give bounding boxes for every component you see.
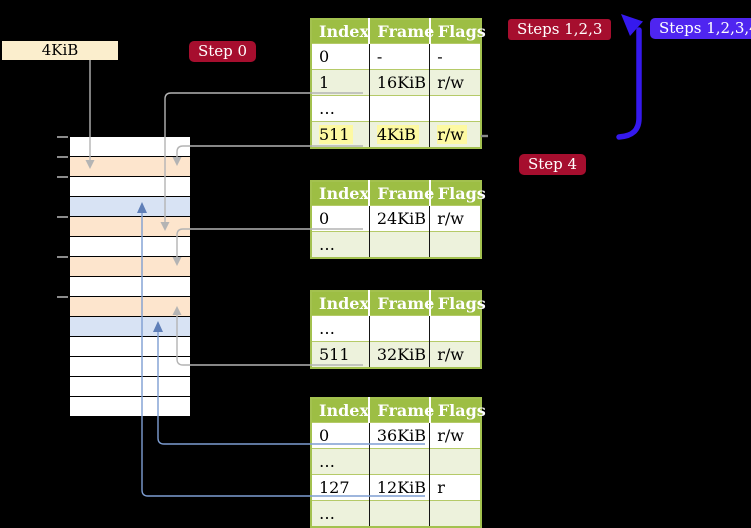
table-header-row: Index Frame Flags — [311, 398, 486, 423]
memory-frame-row-peach — [70, 257, 190, 276]
cell-flags: r/w — [429, 69, 481, 96]
col-header-frame: Frame — [368, 398, 434, 423]
highlighted-value: 4KiB — [376, 125, 419, 144]
col-header-index: Index — [311, 19, 370, 44]
table-header-row: Index Frame Flags — [311, 181, 486, 206]
table-row: … — [311, 448, 481, 475]
table-header-row: Index Frame Flags — [311, 291, 486, 316]
col-header-index: Index — [311, 398, 370, 423]
memory-frame-row-peach — [70, 217, 190, 236]
table-row: 0 - - — [311, 43, 481, 70]
col-header-flags: Flags — [428, 291, 486, 316]
memory-frame-row-peach — [70, 157, 190, 176]
recursive-loop-arrowhead-icon — [621, 14, 643, 36]
cell-flags: - — [429, 43, 481, 70]
memory-frame-row-white — [70, 137, 190, 156]
col-header-flags: Flags — [428, 19, 486, 44]
memory-address-tick — [57, 256, 68, 258]
page-table-level4: Index Frame Flags 0 - - 1 16KiB r/w … 51… — [310, 18, 486, 149]
memory-frame-row-blue — [70, 317, 190, 336]
cell-frame: 16KiB — [368, 69, 430, 96]
memory-frame-row-white — [70, 377, 190, 396]
cell-frame — [368, 315, 430, 342]
frame-size-label: 4KiB — [2, 41, 118, 60]
col-header-flags: Flags — [428, 181, 486, 206]
cell-frame — [368, 231, 430, 258]
cell-frame: 24KiB — [368, 205, 430, 232]
cell-flags: r — [429, 474, 481, 501]
memory-frame-row-blue — [70, 197, 190, 216]
page-table-level3: Index Frame Flags 0 24KiB r/w … — [310, 180, 486, 259]
badge-step-0: Step 0 — [189, 41, 257, 62]
cell-frame: - — [368, 43, 430, 70]
cell-flags: r/w — [429, 341, 481, 368]
memory-frame-row-white — [70, 237, 190, 256]
cell-frame: 4KiB — [368, 121, 430, 148]
memory-address-tick — [57, 136, 68, 138]
memory-frame-row-peach — [70, 297, 190, 316]
memory-frame-row-white — [70, 397, 190, 416]
badge-steps-1234: Steps 1,2,3,4 — [650, 18, 751, 39]
cell-flags: r/w — [429, 121, 481, 148]
memory-frame-row-white — [70, 277, 190, 296]
cell-index: 511 — [311, 341, 370, 368]
table-row: … — [311, 95, 481, 122]
table-row: 0 36KiB r/w — [311, 422, 481, 449]
table-row: … — [311, 315, 481, 342]
cell-flags — [429, 231, 481, 258]
cell-index: 0 — [311, 422, 370, 449]
cell-index: … — [311, 95, 370, 122]
table-row: 127 12KiB r — [311, 474, 481, 501]
cell-frame — [368, 500, 430, 527]
cell-flags: r/w — [429, 422, 481, 449]
table-header-row: Index Frame Flags — [311, 19, 486, 44]
cell-index: … — [311, 231, 370, 258]
highlighted-value: r/w — [437, 125, 467, 144]
cell-index: … — [311, 448, 370, 475]
memory-frame-row-white — [70, 177, 190, 196]
table-row: … — [311, 231, 481, 258]
memory-address-tick — [57, 176, 68, 178]
table-row-recursive: 511 4KiB r/w — [311, 121, 481, 148]
table-row: 1 16KiB r/w — [311, 69, 481, 96]
table-row: … — [311, 500, 481, 527]
cell-index: 511 — [311, 121, 370, 148]
col-header-index: Index — [311, 291, 370, 316]
col-header-frame: Frame — [368, 19, 434, 44]
recursive-loop-arrow-line — [616, 27, 642, 140]
cell-frame: 36KiB — [368, 422, 430, 449]
cell-index: 127 — [311, 474, 370, 501]
cell-frame — [368, 448, 430, 475]
cell-frame: 32KiB — [368, 341, 430, 368]
table-row: 0 24KiB r/w — [311, 205, 481, 232]
badge-steps-123: Steps 1,2,3 — [508, 19, 612, 40]
cell-frame: 12KiB — [368, 474, 430, 501]
cell-index: 0 — [311, 43, 370, 70]
col-header-index: Index — [311, 181, 370, 206]
col-header-flags: Flags — [428, 398, 486, 423]
cell-flags — [429, 95, 481, 122]
page-table-level2: Index Frame Flags … 511 32KiB r/w — [310, 290, 486, 369]
table-row: 511 32KiB r/w — [311, 341, 481, 368]
cell-flags — [429, 315, 481, 342]
memory-address-tick — [57, 156, 68, 158]
memory-stack — [70, 137, 190, 417]
cell-flags — [429, 448, 481, 475]
memory-frame-row-white — [70, 337, 190, 356]
badge-step-4: Step 4 — [519, 154, 587, 175]
memory-address-tick — [57, 296, 68, 298]
cell-flags — [429, 500, 481, 527]
cell-index: 0 — [311, 205, 370, 232]
cell-index: … — [311, 315, 370, 342]
memory-address-tick — [57, 216, 68, 218]
col-header-frame: Frame — [368, 181, 434, 206]
cell-index: 1 — [311, 69, 370, 96]
cell-index: … — [311, 500, 370, 527]
cell-flags: r/w — [429, 205, 481, 232]
col-header-frame: Frame — [368, 291, 434, 316]
memory-frame-row-white — [70, 357, 190, 376]
highlighted-value: 511 — [319, 125, 353, 144]
page-table-level1: Index Frame Flags 0 36KiB r/w … 127 12Ki… — [310, 397, 486, 528]
cell-frame — [368, 95, 430, 122]
